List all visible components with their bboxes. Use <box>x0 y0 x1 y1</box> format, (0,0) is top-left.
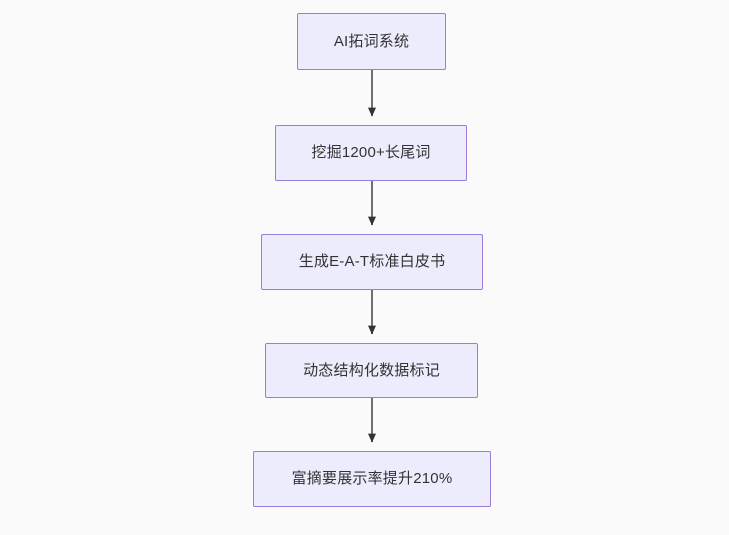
flow-node-rich-snippet-impression-uplift[interactable]: 富摘要展示率提升210% <box>253 451 491 507</box>
flow-node-label: 动态结构化数据标记 <box>303 361 440 379</box>
flow-node-dynamic-structured-data-markup[interactable]: 动态结构化数据标记 <box>265 343 478 398</box>
flow-node-label: 生成E-A-T标准白皮书 <box>298 253 446 270</box>
flow-node-ai-keyword-system[interactable]: AI拓词系统 <box>297 13 446 70</box>
flow-node-mine-longtail-keywords[interactable]: 挖掘1200+长尾词 <box>275 125 467 181</box>
flow-node-generate-eat-whitepaper[interactable]: 生成E-A-T标准白皮书 <box>261 234 483 290</box>
flow-node-label: 富摘要展示率提升210% <box>291 470 453 487</box>
flow-node-label: 挖掘1200+长尾词 <box>311 144 431 161</box>
flow-node-label: AI拓词系统 <box>333 32 410 50</box>
